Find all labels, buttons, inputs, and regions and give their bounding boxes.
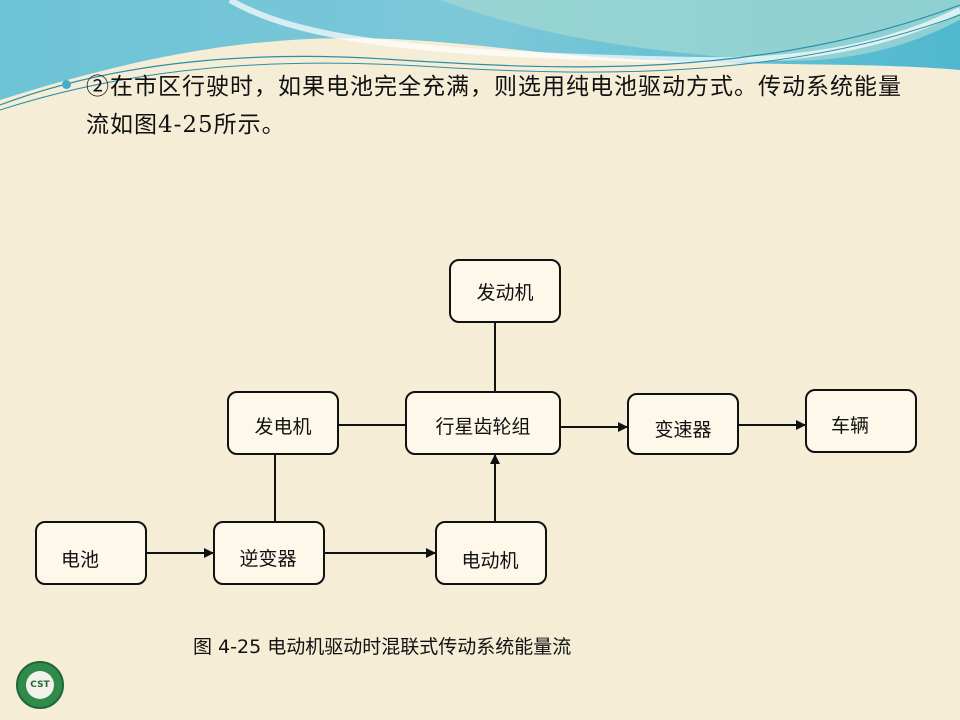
logo-mark: CST: [26, 671, 54, 699]
bullet-text: ②在市区行驶时，如果电池完全充满，则选用纯电池驱动方式。传动系统能量流如图4-2…: [86, 74, 902, 138]
node-planetary-label: 行星齿轮组: [435, 416, 530, 438]
node-motor-label: 电动机: [461, 550, 518, 572]
node-generator-label: 发电机: [254, 416, 311, 438]
node-engine-label: 发动机: [476, 282, 533, 304]
node-battery-label: 电池: [61, 549, 99, 571]
node-vehicle: 车辆: [805, 389, 917, 453]
figure-caption: 图 4-25 电动机驱动时混联式传动系统能量流: [193, 636, 572, 658]
node-inverter: 逆变器: [213, 521, 325, 585]
node-battery: 电池: [35, 521, 147, 585]
bullet-point: [62, 80, 71, 89]
node-inverter-label: 逆变器: [239, 548, 296, 570]
logo: CST: [16, 661, 64, 709]
node-generator: 发电机: [227, 391, 339, 455]
node-motor: 电动机: [435, 521, 547, 585]
node-planetary: 行星齿轮组: [405, 391, 561, 455]
node-vehicle-label: 车辆: [831, 415, 869, 437]
node-engine: 发动机: [449, 259, 561, 323]
node-transmission: 变速器: [627, 393, 739, 455]
node-transmission-label: 变速器: [654, 419, 711, 441]
